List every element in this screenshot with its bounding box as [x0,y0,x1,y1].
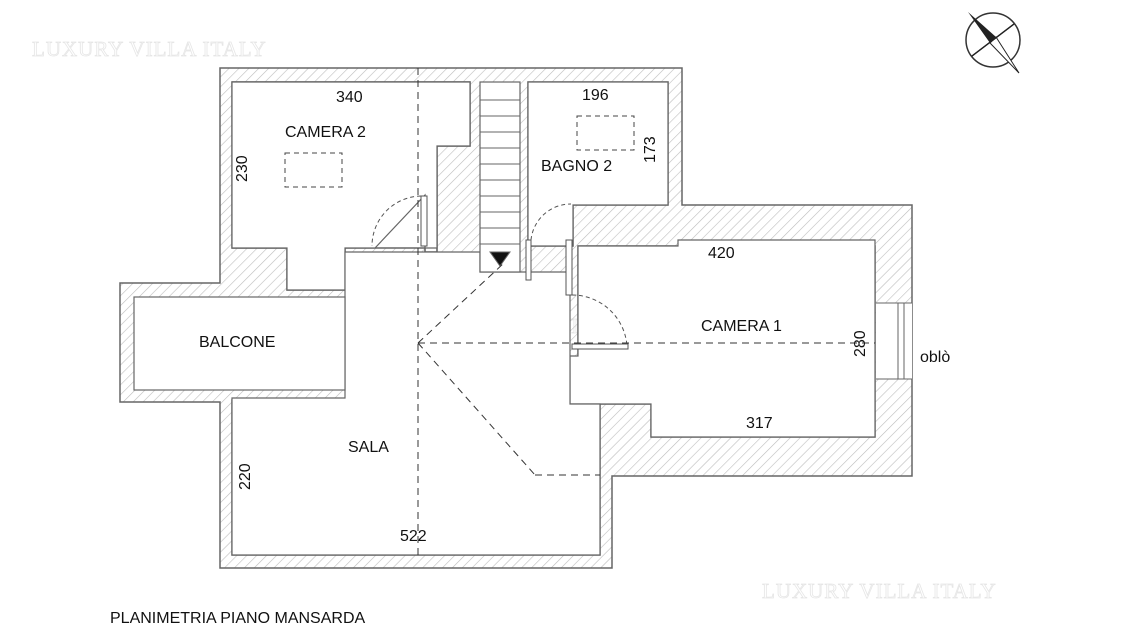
dim-camera2-width: 340 [336,89,363,106]
plan-title: PLANIMETRIA PIANO MANSARDA [110,610,366,627]
watermark-bottom: LUXURY VILLA ITALY [762,579,997,603]
skylight-bagno2 [576,115,635,151]
room-label-balcone: BALCONE [199,334,275,351]
dim-sala-width: 522 [400,528,427,545]
north-arrow-icon [965,12,1021,74]
room-label-camera2: CAMERA 2 [285,124,366,141]
window-label-oblo: oblò [920,349,950,366]
skylight-camera2 [284,152,343,188]
roof-ridge-lines [417,68,875,555]
dim-camera1-depth: 280 [852,330,869,357]
room-label-camera1: CAMERA 1 [701,318,782,335]
dim-camera1-top: 420 [708,245,735,262]
dim-bagno2-width: 196 [582,87,609,104]
dim-camera1-bottom: 317 [746,415,773,432]
doors [371,195,629,350]
staircase [480,99,520,267]
oblo-window [876,302,912,380]
dim-sala-depth: 220 [237,463,254,490]
dim-bagno2-depth: 173 [642,136,659,163]
dim-camera2-depth: 230 [234,155,251,182]
room-label-bagno2: BAGNO 2 [541,158,612,175]
stair-arrow-icon [489,251,511,267]
watermark-top: LUXURY VILLA ITALY [32,37,267,61]
room-label-sala: SALA [348,439,389,456]
walls [119,67,913,569]
